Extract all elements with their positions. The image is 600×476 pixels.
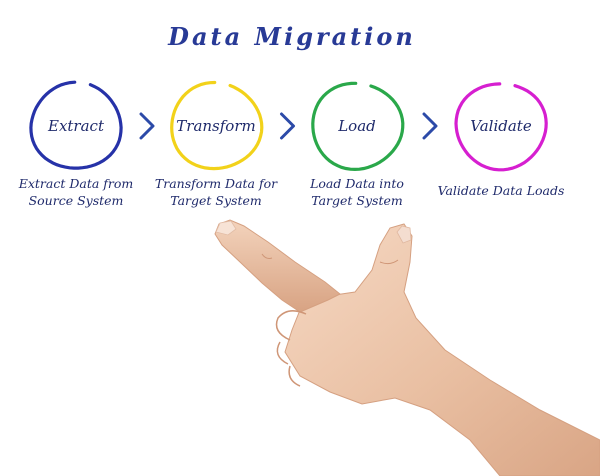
step-description: Validate Data Loads [438, 183, 565, 198]
step-description-line: Target System [170, 193, 262, 208]
step-description-line: Extract Data from [18, 176, 134, 191]
step-description-line: Transform Data for [155, 176, 278, 191]
step-circle [454, 82, 548, 172]
arrows-layer [139, 112, 438, 140]
chevron-right-icon [422, 112, 438, 140]
step-circle [311, 81, 405, 172]
step-circle [170, 80, 264, 171]
chevron-right-icon [139, 112, 155, 140]
step-description-line: Validate Data Loads [438, 183, 565, 198]
step-label: Extract [47, 117, 105, 135]
step-description-line: Source System [29, 193, 124, 208]
step-label: Transform [176, 117, 255, 135]
step-description-line: Load Data into [309, 176, 404, 191]
pointing-hand-image [214, 219, 600, 476]
chevron-right-icon [280, 112, 295, 140]
diagram-title: Data Migration [168, 22, 416, 51]
step-circle [29, 80, 123, 170]
step-label: Load [337, 117, 376, 135]
step-label: Validate [470, 117, 532, 135]
step-description-line: Target System [311, 193, 403, 208]
